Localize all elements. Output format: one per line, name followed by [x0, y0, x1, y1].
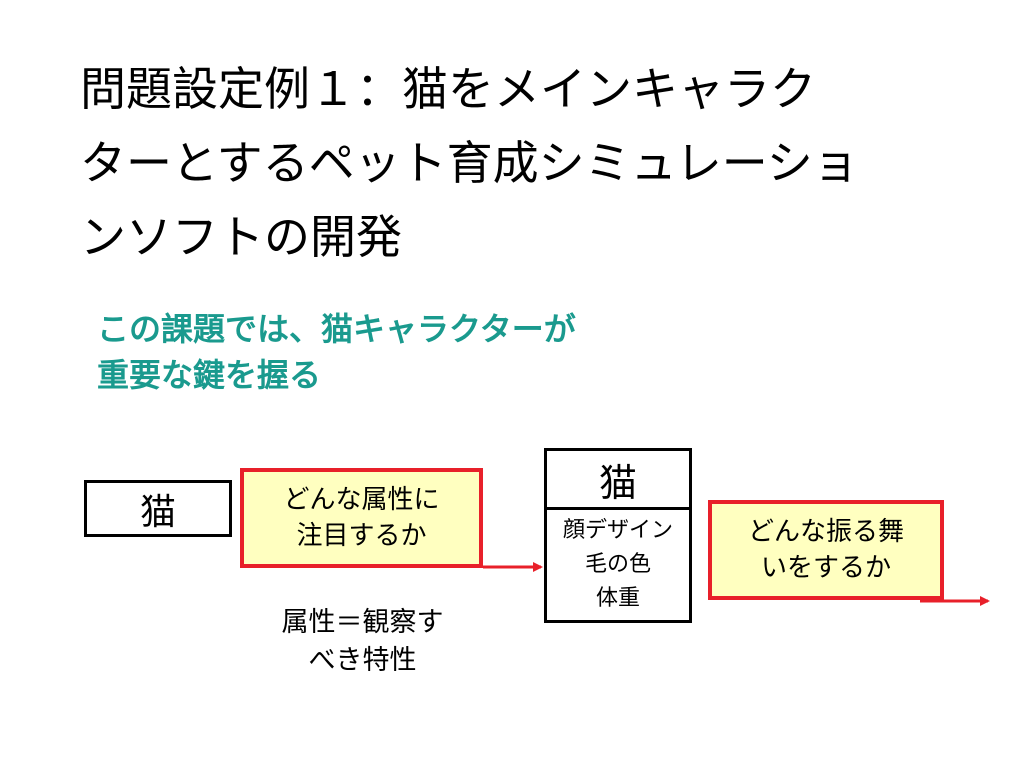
- attribute-box-line-2: 注目するか: [296, 521, 427, 551]
- cat-detail-fur-color: 毛の色: [584, 552, 651, 577]
- attribute-note: 属性＝観察す べき特性: [255, 604, 470, 680]
- title-line-1: 問題設定例１：猫をメインキャラク: [80, 62, 816, 116]
- behavior-box-line-1: どんな振る舞: [747, 517, 904, 547]
- subtitle-line-1: この課題では、猫キャラクターが: [97, 310, 576, 348]
- attribute-note-line-1: 属性＝観察す: [281, 607, 444, 638]
- behavior-box: どんな振る舞 いをするか: [708, 500, 944, 600]
- subtitle-line-2: 重要な鍵を握る: [97, 356, 322, 394]
- cat-detail-weight: 体重: [595, 586, 640, 611]
- subtitle: この課題では、猫キャラクターが 重要な鍵を握る: [97, 306, 576, 398]
- cat-details-box: 顔デザイン 毛の色 体重: [544, 507, 692, 623]
- attribute-box-line-1: どんな属性に: [283, 485, 440, 515]
- title-line-3: ンソフトの開発: [80, 210, 402, 264]
- behavior-box-line-2: いをするか: [760, 553, 891, 583]
- title-line-2: ターとするペット育成シミュレーショ: [80, 136, 859, 190]
- cat-box-left: 猫: [84, 480, 232, 537]
- cat-detail-face-design: 顔デザイン: [562, 518, 673, 543]
- cat-box-right: 猫: [544, 448, 692, 510]
- attribute-note-line-2: べき特性: [308, 645, 417, 676]
- slide-title: 問題設定例１：猫をメインキャラク ターとするペット育成シミュレーショ ンソフトの…: [80, 52, 980, 274]
- attribute-box: どんな属性に 注目するか: [240, 468, 483, 568]
